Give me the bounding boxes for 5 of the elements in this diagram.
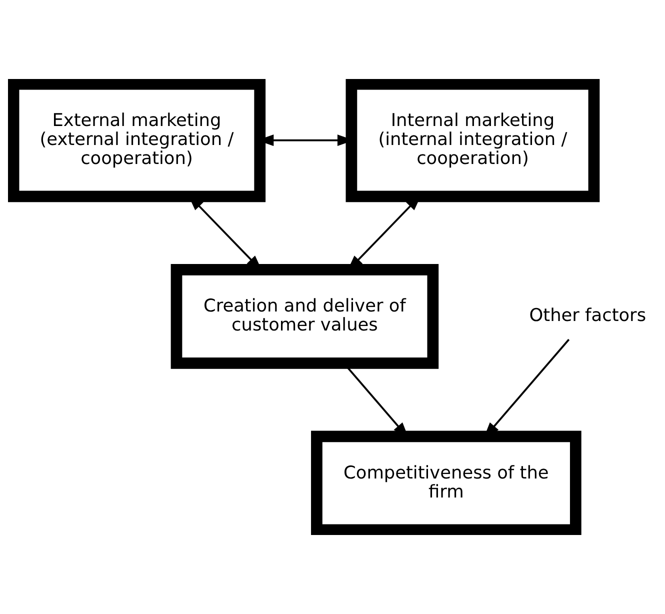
node-text: Other factors — [529, 306, 646, 326]
node-box: Creation and deliver of customer values — [170, 264, 439, 369]
node-box: Competitiveness of the firm — [311, 430, 582, 535]
node-box: Internal marketing (internal integration / cooperation) — [346, 79, 600, 202]
node-box: External marketing (external integration / cooperation) — [8, 79, 266, 202]
